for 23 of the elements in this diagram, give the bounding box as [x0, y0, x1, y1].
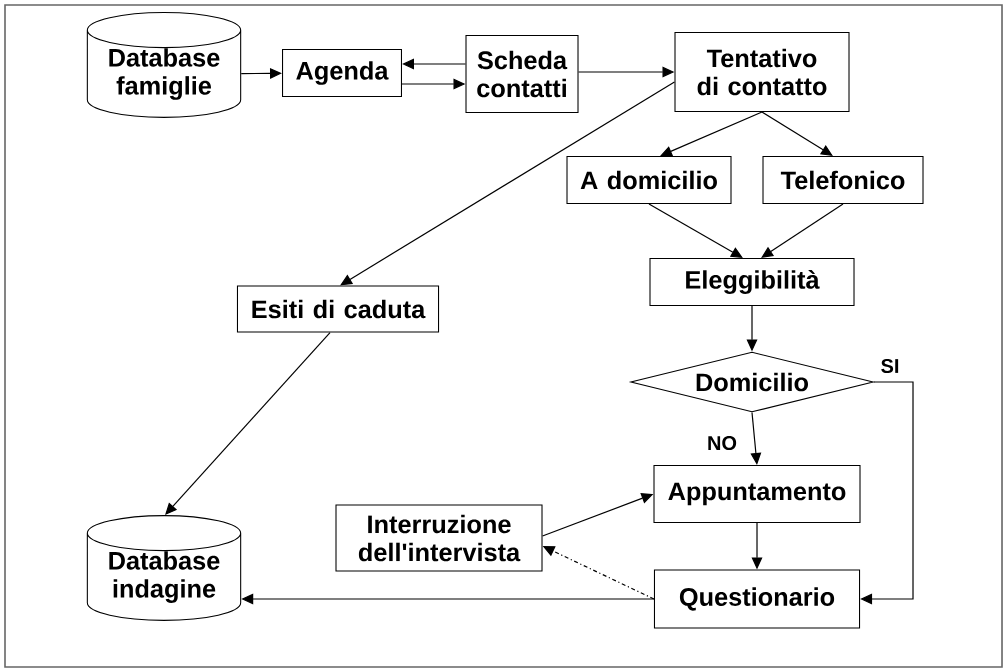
arrow: [750, 411, 762, 465]
process-box: A domicilio: [566, 156, 732, 204]
edge-label: NO: [705, 434, 739, 452]
process-box: Scheda contatti: [465, 34, 579, 114]
process-box: Agenda: [282, 49, 402, 97]
arrow: [660, 111, 763, 157]
process-box: Esiti di caduta: [236, 285, 440, 333]
process-box: Tentativo di contatto: [674, 32, 850, 112]
process-box: Eleggibilità: [649, 258, 855, 306]
process-box: Questionario: [653, 569, 861, 629]
arrow: [761, 111, 833, 156]
database-cylinder: Database famiglie: [86, 12, 242, 118]
process-box: Telefonico: [762, 156, 924, 204]
arrow: [240, 67, 282, 79]
arrow: [761, 203, 844, 258]
edge-label: SI: [879, 357, 901, 375]
arrow: [402, 58, 467, 70]
arrow: [340, 81, 676, 286]
process-box: Interruzione dell'intervista: [335, 504, 543, 572]
arrow: [648, 203, 743, 258]
process-box: Appuntamento: [653, 464, 861, 524]
database-cylinder: Database indagine: [86, 515, 242, 621]
arrow: [860, 381, 914, 605]
